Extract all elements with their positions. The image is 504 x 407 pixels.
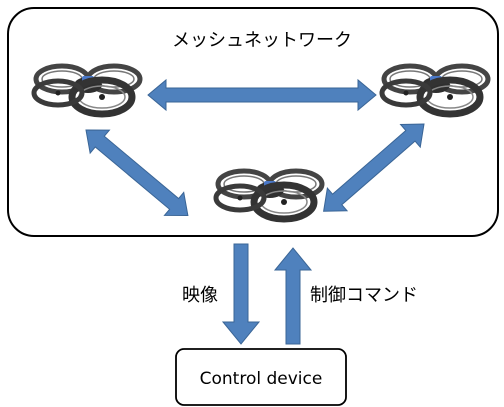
arrow-left-right — [147, 78, 377, 112]
arrow-right-bottom — [323, 123, 425, 212]
control-device-label: Control device — [200, 369, 323, 389]
command-label: 制御コマンド — [310, 285, 418, 306]
video-arrow-down — [221, 243, 261, 345]
command-arrow-up — [273, 247, 313, 345]
arrow-left-bottom — [85, 129, 189, 216]
mesh-network-title: メッシュネットワーク — [172, 30, 352, 51]
control-device-box — [175, 348, 347, 406]
mesh-network-box — [7, 7, 499, 237]
video-label: 映像 — [182, 285, 218, 306]
